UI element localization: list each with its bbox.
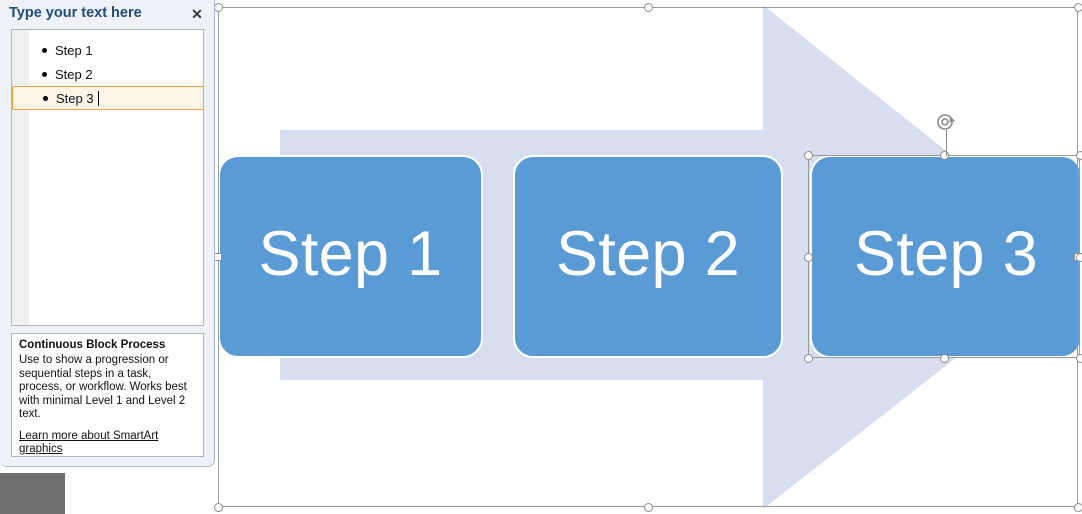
resize-handle-bottom-right[interactable]	[1073, 502, 1082, 512]
smartart-shape-step-1[interactable]: Step 1	[218, 155, 483, 358]
resize-handle-top-right[interactable]	[1073, 2, 1082, 12]
shape-label: Step 3	[854, 219, 1038, 289]
list-item-label: Step 2	[55, 66, 93, 82]
smartart-description-panel: Continuous Block Process Use to show a p…	[11, 333, 204, 457]
rotate-handle-stem	[946, 130, 947, 156]
learn-more-link[interactable]: Learn more about SmartArt graphics	[19, 429, 159, 456]
shape-resize-handle-top-right[interactable]	[1075, 150, 1082, 160]
list-item-step-1[interactable]: Step 1	[12, 38, 203, 62]
resize-handle-bottom-left[interactable]	[213, 502, 223, 512]
bullet-dot-icon	[43, 95, 48, 101]
text-pane-title: Type your text here	[9, 5, 142, 21]
shape-label: Step 2	[556, 219, 740, 289]
close-icon[interactable]: ✕	[191, 6, 203, 22]
smartart-text-pane: Type your text here ✕ Step 1 Step 2 Step…	[0, 0, 215, 467]
smartart-shape-step-3[interactable]: Step 3	[810, 155, 1082, 358]
text-cursor	[98, 91, 99, 106]
shape-resize-handle-bottom-center[interactable]	[939, 353, 949, 363]
shape-resize-handle-top-center[interactable]	[939, 150, 949, 160]
shape-label: Step 1	[258, 219, 443, 289]
resize-handle-bottom-center[interactable]	[643, 502, 653, 512]
list-item-label: Step 3	[56, 90, 94, 106]
shape-resize-handle-bottom-right[interactable]	[1075, 353, 1082, 363]
bullet-dot-icon	[42, 47, 47, 53]
resize-handle-top-center[interactable]	[643, 2, 653, 12]
resize-handle-middle-left[interactable]	[214, 253, 222, 261]
text-pane-bullet-list[interactable]: Step 1 Step 2 Step 3	[11, 29, 204, 326]
shape-resize-handle-middle-right[interactable]	[1075, 252, 1082, 262]
slide-canvas[interactable]: Step 1 Step 2 Step 3	[218, 0, 1082, 514]
list-item-label: Step 1	[55, 42, 93, 58]
description-body: Use to show a progression or sequential …	[19, 354, 187, 420]
list-item-step-3[interactable]: Step 3	[12, 86, 203, 110]
shape-resize-handle-middle-left[interactable]	[803, 252, 813, 262]
smartart-shape-step-2[interactable]: Step 2	[513, 155, 783, 358]
bullet-dot-icon	[42, 71, 47, 77]
shape-resize-handle-bottom-left[interactable]	[803, 353, 813, 363]
taskbar-corner-block	[0, 473, 65, 514]
description-title: Continuous Block Process	[19, 339, 166, 351]
list-item-step-2[interactable]: Step 2	[12, 62, 203, 86]
rotate-icon[interactable]	[936, 112, 958, 134]
text-pane-header: Type your text here ✕	[0, 0, 214, 29]
shape-resize-handle-top-left[interactable]	[803, 150, 813, 160]
